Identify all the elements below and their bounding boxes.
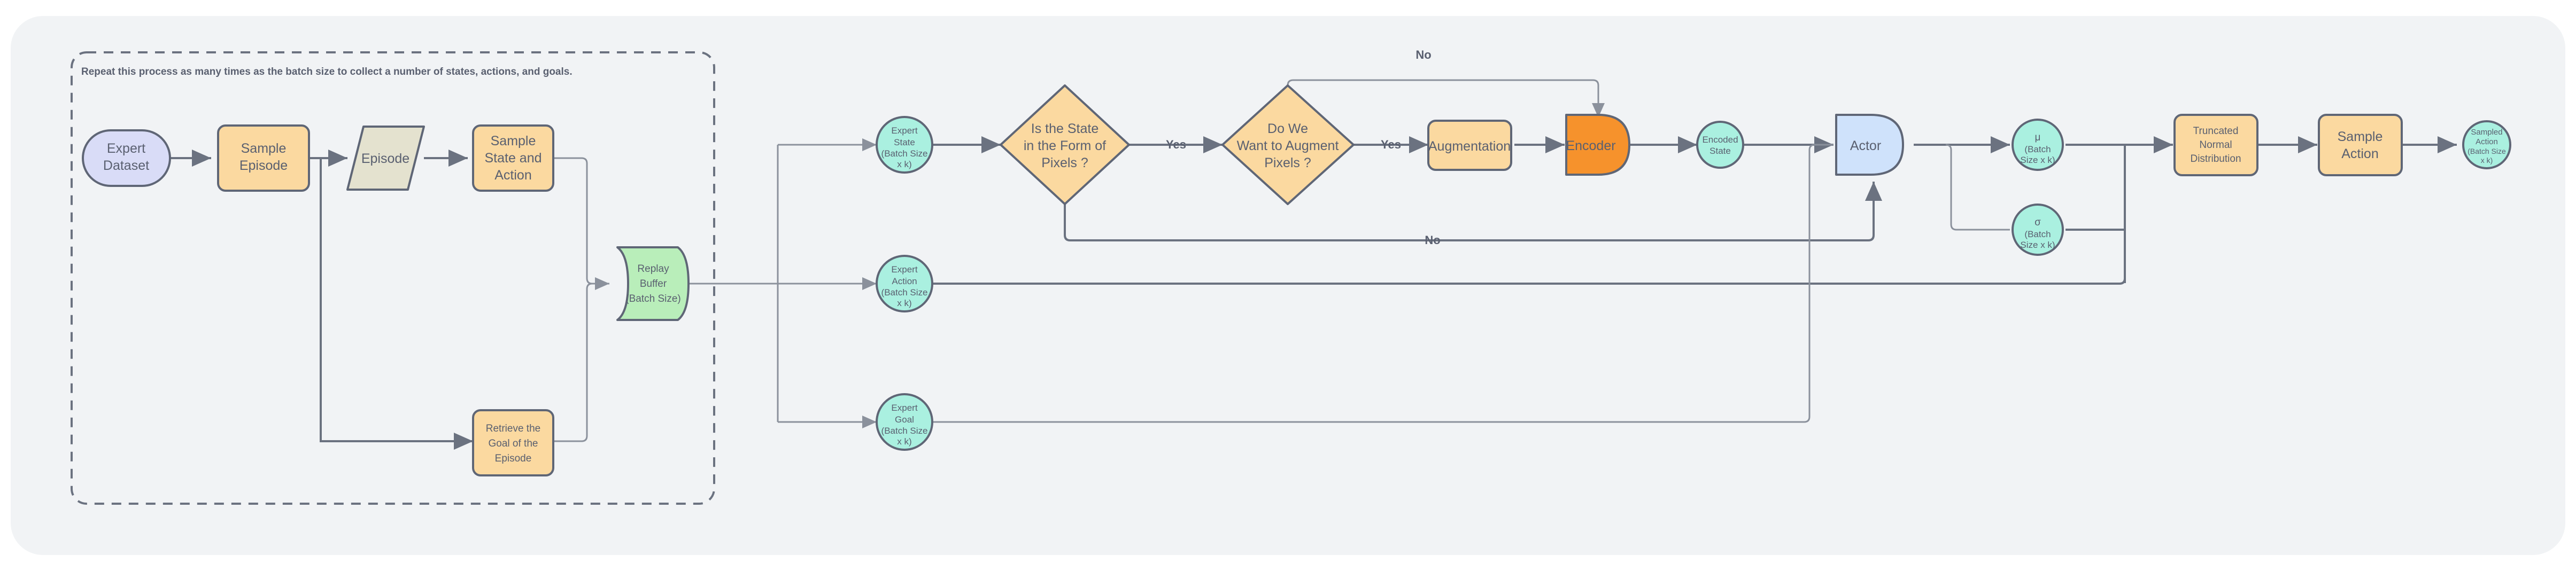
node-label-expert-state-line2: State: [894, 137, 915, 147]
node-label-expert-goal-line1: Expert: [891, 403, 917, 413]
node-episode[interactable]: Episode: [346, 126, 425, 191]
node-encoder[interactable]: Encoder: [1565, 114, 1630, 176]
node-label-expert-goal-line3: (Batch Size: [881, 426, 928, 436]
edge-sample-episode-to-retrieve-goal: [320, 158, 473, 450]
node-label-sigma-line1: σ: [2035, 217, 2041, 228]
node-label-truncated-normal-line1: Truncated: [2193, 126, 2239, 137]
node-label-replay-buffer-line1: Replay: [637, 263, 669, 275]
node-label-sample-action-line2: Action: [2341, 146, 2378, 161]
edge-label-no-augment: No: [1415, 48, 1431, 61]
node-label-sample-episode-line2: Episode: [239, 158, 288, 173]
node-sample-episode[interactable]: Sample Episode: [217, 124, 310, 192]
node-label-sample-state-action-line3: Action: [494, 168, 531, 183]
edge-label-no-pixels: No: [1425, 233, 1440, 247]
node-replay-buffer[interactable]: Replay Buffer (Batch Size): [616, 246, 690, 321]
node-label-truncated-normal-line2: Normal: [2199, 139, 2232, 151]
node-sample-state-action[interactable]: Sample State and Action: [472, 124, 554, 192]
node-label-expert-action-line1: Expert: [891, 264, 917, 275]
node-label-expert-state-line3: (Batch Size: [881, 148, 928, 159]
node-label-sample-state-action-line2: State and: [484, 151, 541, 166]
node-label-decision-pixels-line2: in the Form of: [1024, 138, 1106, 153]
node-label-mu-line3: Size x k): [2020, 155, 2055, 165]
edge-sample-state-action-to-replay-buffer: [553, 157, 609, 290]
node-label-sigma-line3: Size x k): [2020, 240, 2055, 250]
edge-decision-pixels-no: [1064, 182, 1882, 241]
edge-expert-goal-to-actor: [932, 144, 1834, 423]
edge-decision-augment-no: [1287, 79, 1605, 118]
edge-label-yes-augment: Yes: [1381, 138, 1401, 151]
node-label-episode: Episode: [361, 151, 409, 166]
node-label-decision-pixels-line3: Pixels ?: [1041, 155, 1088, 170]
node-label-sample-state-action-line1: Sample: [491, 134, 536, 148]
node-label-retrieve-goal-line2: Goal of the: [489, 438, 538, 449]
node-augmentation[interactable]: Augmentation: [1427, 120, 1512, 171]
node-label-expert-action-line4: x k): [897, 298, 911, 308]
node-label-expert-state-line1: Expert: [891, 126, 917, 136]
node-label-expert-action-line3: (Batch Size: [881, 287, 928, 298]
node-label-augmentation: Augmentation: [1428, 139, 1511, 154]
node-label-encoded-state-line1: Encoded: [1702, 135, 1738, 145]
node-label-decision-augment-line3: Pixels ?: [1264, 155, 1311, 170]
node-sample-action[interactable]: Sample Action: [2318, 114, 2403, 176]
node-label-expert-dataset-line1: Expert: [107, 141, 145, 156]
node-retrieve-goal[interactable]: Retrieve the Goal of the Episode: [472, 409, 554, 476]
edge-actor-to-sigma: [1945, 144, 2010, 231]
node-label-sampled-action-line1: Sampled: [2471, 128, 2502, 137]
node-label-replay-buffer-line3: (Batch Size): [625, 293, 680, 304]
node-label-retrieve-goal-line1: Retrieve the: [486, 423, 540, 434]
node-label-sample-action-line1: Sample: [2338, 129, 2383, 144]
node-label-truncated-normal-line3: Distribution: [2190, 153, 2241, 165]
node-expert-goal[interactable]: Expert Goal (Batch Size x k): [876, 393, 933, 451]
repeat-group-box: [71, 51, 715, 505]
node-label-sampled-action-line2: Action: [2476, 137, 2498, 146]
node-sigma[interactable]: σ (Batch Size x k): [2012, 204, 2064, 256]
node-label-sampled-action-line4: x k): [2481, 156, 2493, 165]
node-decision-pixels[interactable]: Is the State in the Form of Pixels ?: [1000, 84, 1130, 205]
edge-retrieve-goal-to-replay-buffer: [553, 283, 609, 442]
node-label-expert-state-line4: x k): [897, 159, 911, 169]
node-mu[interactable]: μ (Batch Size x k): [2012, 119, 2064, 171]
node-label-expert-goal-line2: Goal: [895, 414, 914, 425]
node-label-retrieve-goal-line3: Episode: [495, 453, 532, 464]
node-truncated-normal[interactable]: Truncated Normal Distribution: [2173, 114, 2258, 176]
node-sampled-action[interactable]: Sampled Action (Batch Size x k): [2462, 120, 2511, 169]
node-label-decision-augment-line2: Want to Augment: [1237, 138, 1339, 153]
node-label-mu-line2: (Batch: [2024, 144, 2051, 154]
node-actor[interactable]: Actor: [1835, 114, 1904, 176]
node-label-sigma-line2: (Batch: [2024, 229, 2051, 239]
node-label-expert-goal-line4: x k): [897, 436, 911, 447]
node-label-decision-augment-line1: Do We: [1267, 121, 1308, 136]
node-label-mu-line1: μ: [2035, 132, 2041, 143]
node-expert-dataset[interactable]: Expert Dataset: [82, 129, 171, 187]
node-expert-action[interactable]: Expert Action (Batch Size x k): [876, 255, 933, 312]
node-label-encoded-state-line2: State: [1709, 146, 1731, 156]
node-label-decision-pixels-line1: Is the State: [1031, 121, 1099, 136]
edge-label-yes-pixels: Yes: [1166, 138, 1186, 151]
node-encoded-state[interactable]: Encoded State: [1696, 121, 1744, 169]
node-label-sample-episode-line1: Sample: [241, 141, 287, 156]
node-decision-augment[interactable]: Do We Want to Augment Pixels ?: [1221, 84, 1355, 205]
node-label-expert-dataset-line2: Dataset: [103, 158, 149, 173]
node-label-sampled-action-line3: (Batch Size: [2467, 147, 2506, 155]
repeat-group-label: Repeat this process as many times as the…: [81, 66, 573, 77]
node-label-expert-action-line2: Action: [892, 276, 917, 286]
node-expert-state[interactable]: Expert State (Batch Size x k): [876, 116, 933, 174]
edge-expert-action-to-merge: [932, 155, 2126, 285]
node-label-encoder: Encoder: [1566, 138, 1615, 153]
node-label-actor: Actor: [1850, 138, 1881, 153]
node-label-replay-buffer-line2: Buffer: [640, 278, 667, 290]
